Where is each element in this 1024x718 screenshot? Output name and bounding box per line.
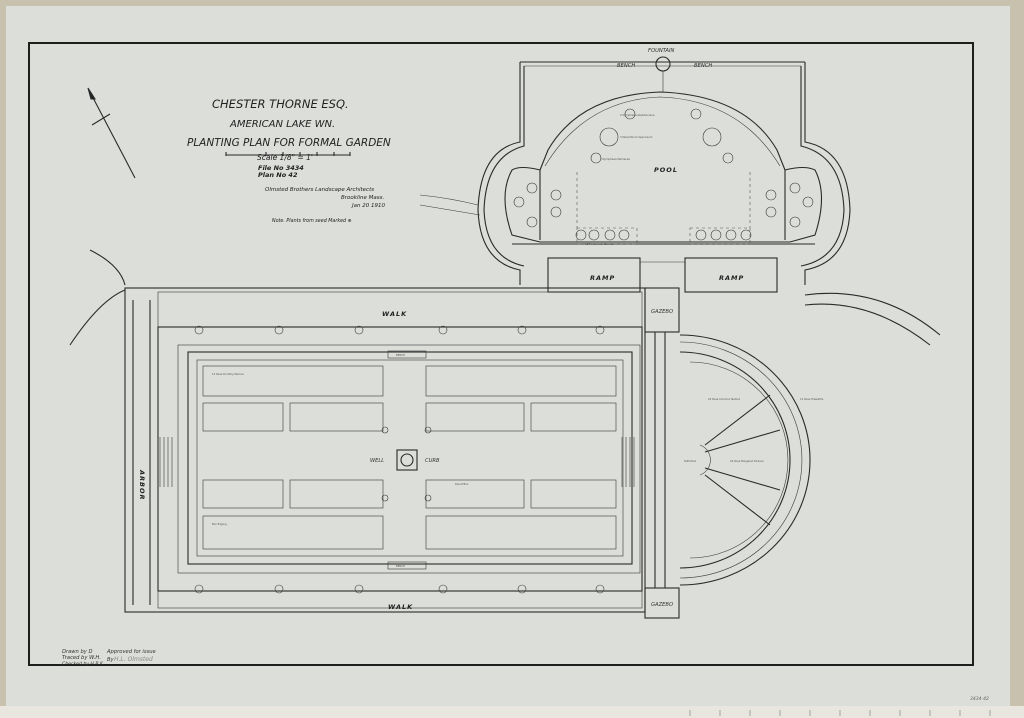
fountain-label: FOUNTAIN (648, 48, 675, 54)
formal-garden (69, 249, 811, 619)
bench-label-center-bottom: BENCH (396, 564, 405, 568)
plant-note: 12 Pontederia Cordata (585, 242, 615, 246)
gazebo-label-top: GAZEBO (651, 309, 673, 315)
plant-note: 12 Rose Dorothy Perkins (212, 372, 244, 376)
ramp-label-right: RAMP (719, 274, 744, 282)
plant-note: 12 Rose Hiawatha (800, 397, 824, 401)
gazebo-label-bottom: GAZEBO (651, 602, 673, 608)
plan-number: Plan No 42 (258, 171, 298, 179)
location-title: AMERICAN LAKE WN. (229, 119, 335, 130)
approved-by: By (107, 657, 115, 663)
curb-label: CURB (425, 458, 440, 464)
scale-label: Scale 1/8" = 1' (257, 153, 313, 162)
ruler-ticks (689, 710, 991, 716)
plant-note: 2 Nymphaea Marliacea (600, 157, 630, 161)
file-number: File No 3434 (258, 164, 304, 172)
plant-note: 24 Rose Carolina Testout (708, 397, 740, 401)
pool-label: POOL (654, 166, 678, 174)
plant-note: Box Edging (212, 522, 227, 526)
ruler-strip (0, 706, 1024, 718)
bench-label-right: BENCH (694, 63, 712, 69)
seed-note: Note. Plants from seed Marked ⊕ (272, 218, 352, 224)
firm-name: Olmsted Brothers Landscape Architects (265, 187, 374, 193)
plant-note: 3 Nelumbium Speciosum (620, 135, 653, 139)
traced-by: Traced by W.H. (62, 655, 101, 661)
checked-by: Checked by H.B.K. (62, 661, 104, 667)
paper-sheet (6, 6, 1010, 706)
ramp-label-left: RAMP (590, 274, 615, 282)
walk-label-top: WALK (382, 310, 407, 318)
north-arrow-icon (87, 87, 136, 179)
plant-note: 24 Rose Margaret Dickson (730, 459, 764, 463)
approved-for-issue: Approved for issue (106, 649, 156, 655)
owner-title: CHESTER THORNE ESQ. (212, 97, 349, 111)
plan-title: PLANTING PLAN FOR FORMAL GARDEN (187, 137, 391, 149)
bench-label-center-top: BENCH (396, 353, 405, 357)
bench-label-left: BENCH (617, 63, 635, 69)
well-label: WELL (370, 458, 384, 464)
arbor-label: ARBOR (138, 469, 146, 501)
plan-date: Jan 20 1910 (351, 203, 385, 209)
firm-city: Brookline Mass. (341, 195, 384, 201)
plant-note: 2 Nymphaea Gladstoniana (620, 113, 655, 117)
drawn-by: Drawn by D (62, 649, 93, 655)
drawing-border (28, 42, 974, 666)
plant-note: Dwarf Box (455, 482, 469, 486)
sun-dial-label: SUN DIAL (684, 459, 697, 463)
scale-bar (225, 152, 351, 156)
catalog-number: 3434-42 (970, 696, 989, 702)
signature: H.L. Olmsted (114, 656, 153, 663)
walk-label-bottom: WALK (388, 603, 413, 611)
pool-garden (419, 56, 941, 346)
